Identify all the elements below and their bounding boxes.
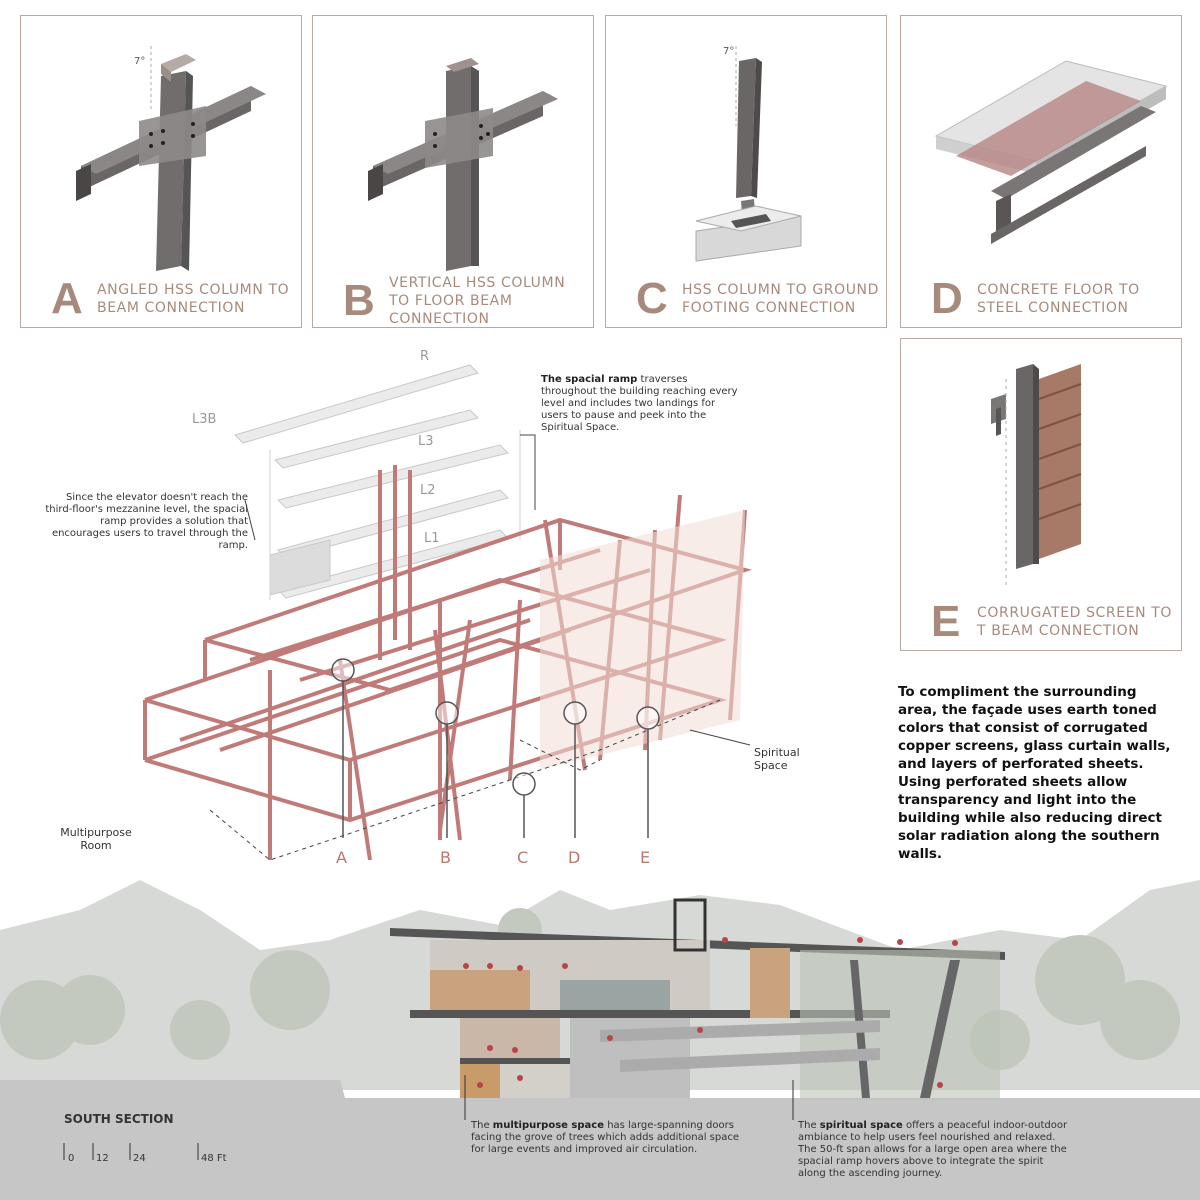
south-section-drawing [0, 880, 1200, 1200]
spacial-ramp [234, 364, 509, 599]
scale-0: 0 [68, 1153, 75, 1164]
callout-b: B [440, 848, 451, 867]
multipurpose-space-note: The multipurpose space has large-spannin… [471, 1120, 741, 1156]
facade-description: To compliment the surrounding area, the … [898, 684, 1171, 862]
level-label-l1: L1 [424, 531, 440, 546]
panel-title-a: ANGLED HSS COLUMN TO BEAM CONNECTION [97, 282, 290, 316]
detail-panel-a: 7° A ANGLED HSS COLUMN TO BEAM CONNECTION [20, 15, 302, 328]
panel-letter-e: E [931, 597, 961, 646]
panel-letter-a: A [51, 274, 83, 323]
callout-d: D [568, 848, 581, 867]
ramp-note-text: traverses throughout the building reachi… [541, 374, 738, 433]
angle-label-a: 7° [134, 56, 145, 67]
panel-letter-b: B [343, 276, 375, 325]
level-label-l2: L2 [420, 483, 436, 498]
detail-panel-d: D CONCRETE FLOOR TO STEEL CONNECTION [900, 15, 1182, 328]
detail-panel-b: B VERTICAL HSS COLUMN TO FLOOR BEAM CONNE… [312, 15, 594, 328]
panel-letter-c: C [636, 274, 668, 323]
ramp-note-bold: The spacial ramp [541, 374, 638, 385]
level-label-l3: L3 [418, 434, 434, 449]
hss-footing-connection-drawing: 7° [695, 46, 802, 262]
callout-c: C [517, 848, 529, 867]
multipurpose-room-label: Multipurpose Room [60, 826, 132, 852]
panel-title-c: HSS COLUMN TO GROUND FOOTING CONNECTION [682, 282, 880, 316]
multipurpose-note-text: has large-spanning doors facing the grov… [471, 1120, 740, 1155]
angle-label-c: 7° [723, 46, 734, 57]
spiritual-note-pre: The [798, 1120, 817, 1131]
concrete-floor-drawing [934, 60, 1168, 244]
scale-48: 48 Ft [201, 1153, 227, 1164]
ramp-note: The spacial ramp traverses throughout th… [541, 374, 741, 434]
spiritual-space-label: Spiritual Space [754, 746, 800, 772]
panel-letter-d: D [931, 274, 963, 323]
spiritual-space-note: The spiritual space offers a peaceful in… [798, 1120, 1068, 1180]
scale-12: 12 [96, 1153, 109, 1164]
multipurpose-note-pre: The [471, 1120, 490, 1131]
elevator-note: Since the elevator doesn't reach the thi… [45, 492, 248, 551]
structural-axonometric [143, 364, 752, 860]
level-label-r: R [420, 349, 430, 364]
detail-panel-e: E CORRUGATED SCREEN TO T BEAM CONNECTION [900, 338, 1182, 651]
callout-a: A [336, 848, 347, 867]
hss-vertical-connection-drawing [368, 58, 558, 271]
hss-angled-connection-drawing: 7° [76, 46, 266, 271]
callout-e: E [640, 848, 651, 867]
detail-panel-c: 7° C HSS COLUMN TO GROUND FOOTING CONNECT… [605, 15, 887, 328]
panel-title-d: CONCRETE FLOOR TO STEEL CONNECTION [977, 282, 1140, 316]
section-title: SOUTH SECTION [64, 1112, 174, 1126]
spiritual-note-text: offers a peaceful indoor-outdoor ambianc… [798, 1120, 1068, 1179]
multipurpose-note-bold: multipurpose space [492, 1120, 604, 1131]
level-label-l3b: L3B [192, 412, 217, 427]
spiritual-note-bold: spiritual space [819, 1120, 903, 1131]
panel-title-e: CORRUGATED SCREEN TO T BEAM CONNECTION [977, 605, 1173, 639]
corrugated-screen-drawing [991, 364, 1082, 589]
scale-24: 24 [133, 1153, 146, 1164]
panel-title-b: VERTICAL HSS COLUMN TO FLOOR BEAM CONNEC… [389, 275, 566, 327]
building-section [390, 898, 1005, 1100]
